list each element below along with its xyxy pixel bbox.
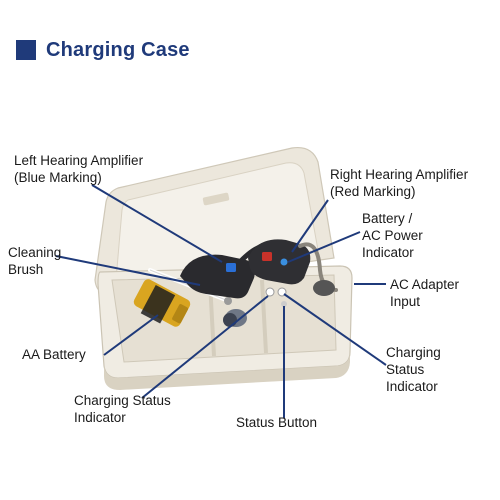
- label-aa-battery: AA Battery: [22, 346, 86, 363]
- label-line: Indicator: [362, 245, 414, 260]
- leader-lines: [55, 184, 387, 418]
- label-cleaning-brush: Cleaning Brush: [8, 244, 61, 278]
- label-line: Input: [390, 294, 421, 309]
- leader-cleaning-brush: [55, 255, 201, 286]
- header-square-icon: [16, 40, 36, 60]
- label-line: Status: [386, 362, 425, 377]
- label-line: AC Power: [362, 228, 423, 243]
- label-line: (Blue Marking): [14, 170, 102, 185]
- label-line: Battery /: [362, 211, 413, 226]
- label-line: Right Hearing Amplifier: [330, 167, 469, 182]
- ear-domes: [223, 280, 335, 327]
- label-line: Left Hearing Amplifier: [14, 153, 144, 168]
- label-status-button: Status Button: [236, 414, 317, 431]
- charging-status-led-left: [265, 287, 275, 297]
- label-line: Charging Status: [74, 393, 171, 408]
- label-line: Indicator: [74, 410, 126, 425]
- label-line: Indicator: [386, 379, 438, 394]
- leader-aa-battery: [103, 314, 159, 356]
- leader-charging-status-right: [283, 293, 387, 366]
- label-line: Charging: [386, 345, 441, 360]
- leader-charging-status-left: [141, 295, 269, 399]
- label-line: Brush: [8, 262, 44, 277]
- status-button[interactable]: [281, 301, 287, 307]
- leader-right-amp: [291, 199, 329, 253]
- label-charging-status-indicator-right: Charging Status Indicator: [386, 344, 441, 395]
- label-battery-ac-indicator: Battery / AC Power Indicator: [362, 210, 423, 261]
- label-left-hearing-amplifier: Left Hearing Amplifier (Blue Marking): [14, 152, 143, 186]
- label-line: Cleaning: [8, 245, 62, 260]
- aa-battery: [133, 279, 191, 327]
- label-ac-adapter-input: AC Adapter Input: [390, 276, 459, 310]
- page-title: Charging Case: [46, 38, 190, 61]
- leader-battery-indicator: [287, 231, 361, 263]
- leader-left-amp: [91, 184, 223, 263]
- battery-ac-indicator-led: [280, 258, 288, 266]
- section-header: Charging Case: [16, 38, 190, 62]
- label-line: Status Button: [236, 415, 318, 430]
- label-line: AA Battery: [22, 347, 86, 362]
- label-right-hearing-amplifier: Right Hearing Amplifier (Red Marking): [330, 166, 468, 200]
- label-line: AC Adapter: [390, 277, 460, 292]
- label-charging-status-indicator-left: Charging Status Indicator: [74, 392, 171, 426]
- label-line: (Red Marking): [330, 184, 416, 199]
